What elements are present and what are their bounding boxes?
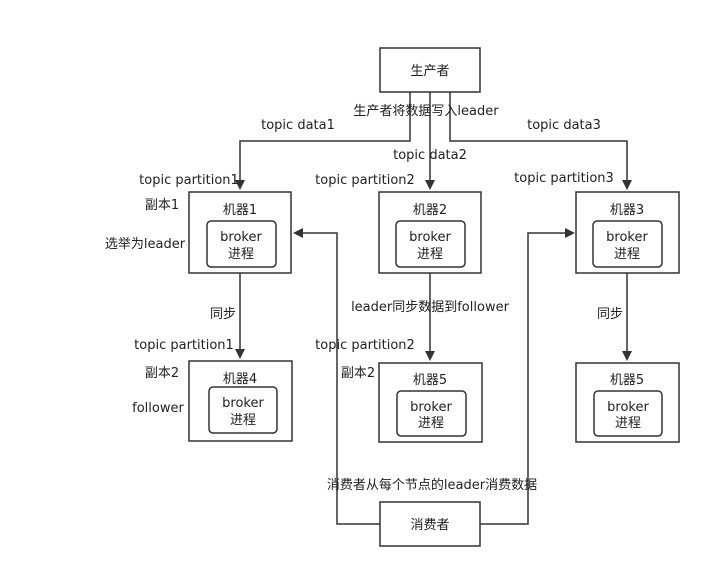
machine4-broker-box [208, 386, 278, 434]
machine5b-broker-box [593, 390, 663, 437]
machine3-broker: broker [606, 230, 648, 245]
machine5-broker-box [396, 390, 467, 437]
machine1-partition-label: topic partition1 [139, 173, 239, 188]
machine1-broker: broker [220, 230, 262, 245]
machine4-partition-label: topic partition1 [134, 338, 234, 353]
machine5-broker: broker [410, 400, 452, 415]
replica1-label: 副本1 [145, 198, 179, 213]
sync-left-label: 同步 [210, 307, 236, 322]
consumer-to-machine1-arrow [293, 228, 380, 525]
consumer-box [379, 501, 481, 547]
producer-to-machine1-arrow [235, 92, 411, 190]
machine3: 机器3 broker 进程 [575, 191, 680, 274]
machine2: 机器2 broker 进程 [378, 191, 482, 274]
follower-label: follower [132, 401, 184, 416]
machine5b-broker: broker [607, 400, 649, 415]
machine1-process: 进程 [228, 247, 254, 262]
machine5b: 机器5 broker 进程 [575, 362, 680, 443]
machine5: 机器5 broker 进程 [378, 362, 483, 443]
consumer-read-label: 消费者从每个节点的leader消费数据 [327, 477, 537, 493]
producer-box [379, 47, 481, 93]
leader-sync-label: leader同步数据到follower [351, 300, 510, 315]
producer-label: 生产者 [410, 64, 449, 79]
producer-write-label: 生产者将数据写入leader [353, 104, 499, 119]
machine5-name: 机器5 [413, 373, 447, 388]
machine5b-process: 进程 [615, 416, 641, 431]
producer-to-machine3-arrow [449, 92, 632, 190]
machine2-partition-label: topic partition2 [315, 173, 415, 188]
machine3-name: 机器3 [610, 203, 644, 218]
machine2-broker-box [395, 220, 466, 268]
topic-data1-label: topic data1 [261, 118, 335, 133]
machine3-process: 进程 [614, 247, 640, 262]
machine4-process: 进程 [230, 413, 256, 428]
consumer-label: 消费者 [410, 518, 449, 533]
topic-data2-label: topic data2 [393, 148, 467, 163]
replica2-left-label: 副本2 [145, 366, 179, 381]
machine5-process: 进程 [418, 416, 444, 431]
machine2-broker: broker [409, 230, 451, 245]
machine5-partition-label: topic partition2 [315, 338, 415, 353]
machine4-broker: broker [222, 396, 264, 411]
machine2-name: 机器2 [413, 203, 447, 218]
machine2-process: 进程 [417, 247, 443, 262]
sync-right-label: 同步 [597, 307, 623, 322]
machine4-name: 机器4 [223, 372, 257, 387]
consumer-to-machine3-arrow [480, 228, 575, 525]
machine1: 机器1 broker 进程 [188, 191, 292, 274]
elect-leader-label: 选举为leader [105, 237, 186, 252]
machine3-partition-label: topic partition3 [514, 171, 614, 186]
machine3-broker-box [592, 220, 663, 268]
machine5b-name: 机器5 [610, 373, 644, 388]
topic-data3-label: topic data3 [527, 118, 601, 133]
machine1-name: 机器1 [223, 203, 257, 218]
replica2-mid-label: 副本2 [341, 366, 375, 381]
machine1-broker-box [206, 220, 277, 268]
machine4: 机器4 broker 进程 [188, 360, 293, 442]
